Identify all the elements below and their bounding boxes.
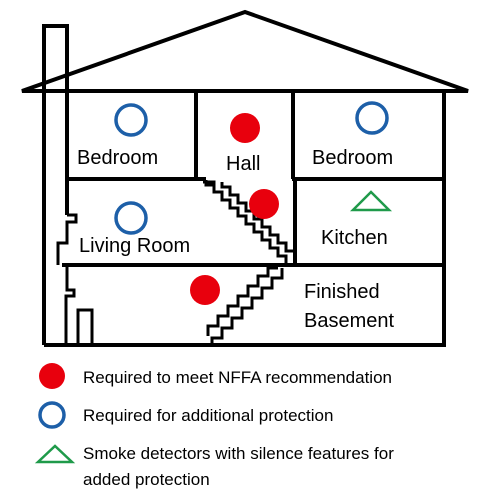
legend: Required to meet NFFA recommendation Req… [34, 363, 394, 489]
room-label-living-room: Living Room [79, 235, 190, 257]
room-label-bedroom-right: Bedroom [312, 147, 393, 169]
room-label-basement-line1: Finished [304, 281, 380, 303]
house-roof [21, 9, 469, 93]
room-label-kitchen: Kitchen [321, 227, 388, 249]
legend-silence-icon [34, 444, 76, 464]
house-walls [42, 91, 446, 347]
legend-silence-text-line1: Smoke detectors with silence features fo… [83, 444, 394, 463]
detector-additional-living-room [114, 201, 148, 235]
detector-required-stairs [249, 189, 279, 219]
room-label-bedroom-left: Bedroom [77, 147, 158, 169]
detector-additional-bedroom-left [114, 103, 148, 137]
lower-staircase-edge [206, 266, 278, 336]
upper-staircase-edge [204, 180, 293, 253]
detector-required-basement [190, 275, 220, 305]
room-label-hall: Hall [226, 153, 260, 175]
detector-required-hall [230, 113, 260, 143]
upper-staircase [203, 180, 288, 265]
legend-additional-text: Required for additional protection [83, 406, 333, 425]
fireplace [56, 213, 94, 345]
legend-additional-icon [38, 401, 66, 429]
lower-staircase [210, 268, 284, 345]
chimney [42, 24, 69, 91]
room-label-basement-line2: Basement [304, 310, 394, 332]
detector-additional-bedroom-right [355, 101, 389, 135]
legend-silence-text-line2: added protection [83, 470, 210, 489]
detector-silence-kitchen [349, 190, 393, 212]
legend-required-text: Required to meet NFFA recommendation [83, 368, 392, 387]
legend-required-icon [39, 363, 65, 389]
